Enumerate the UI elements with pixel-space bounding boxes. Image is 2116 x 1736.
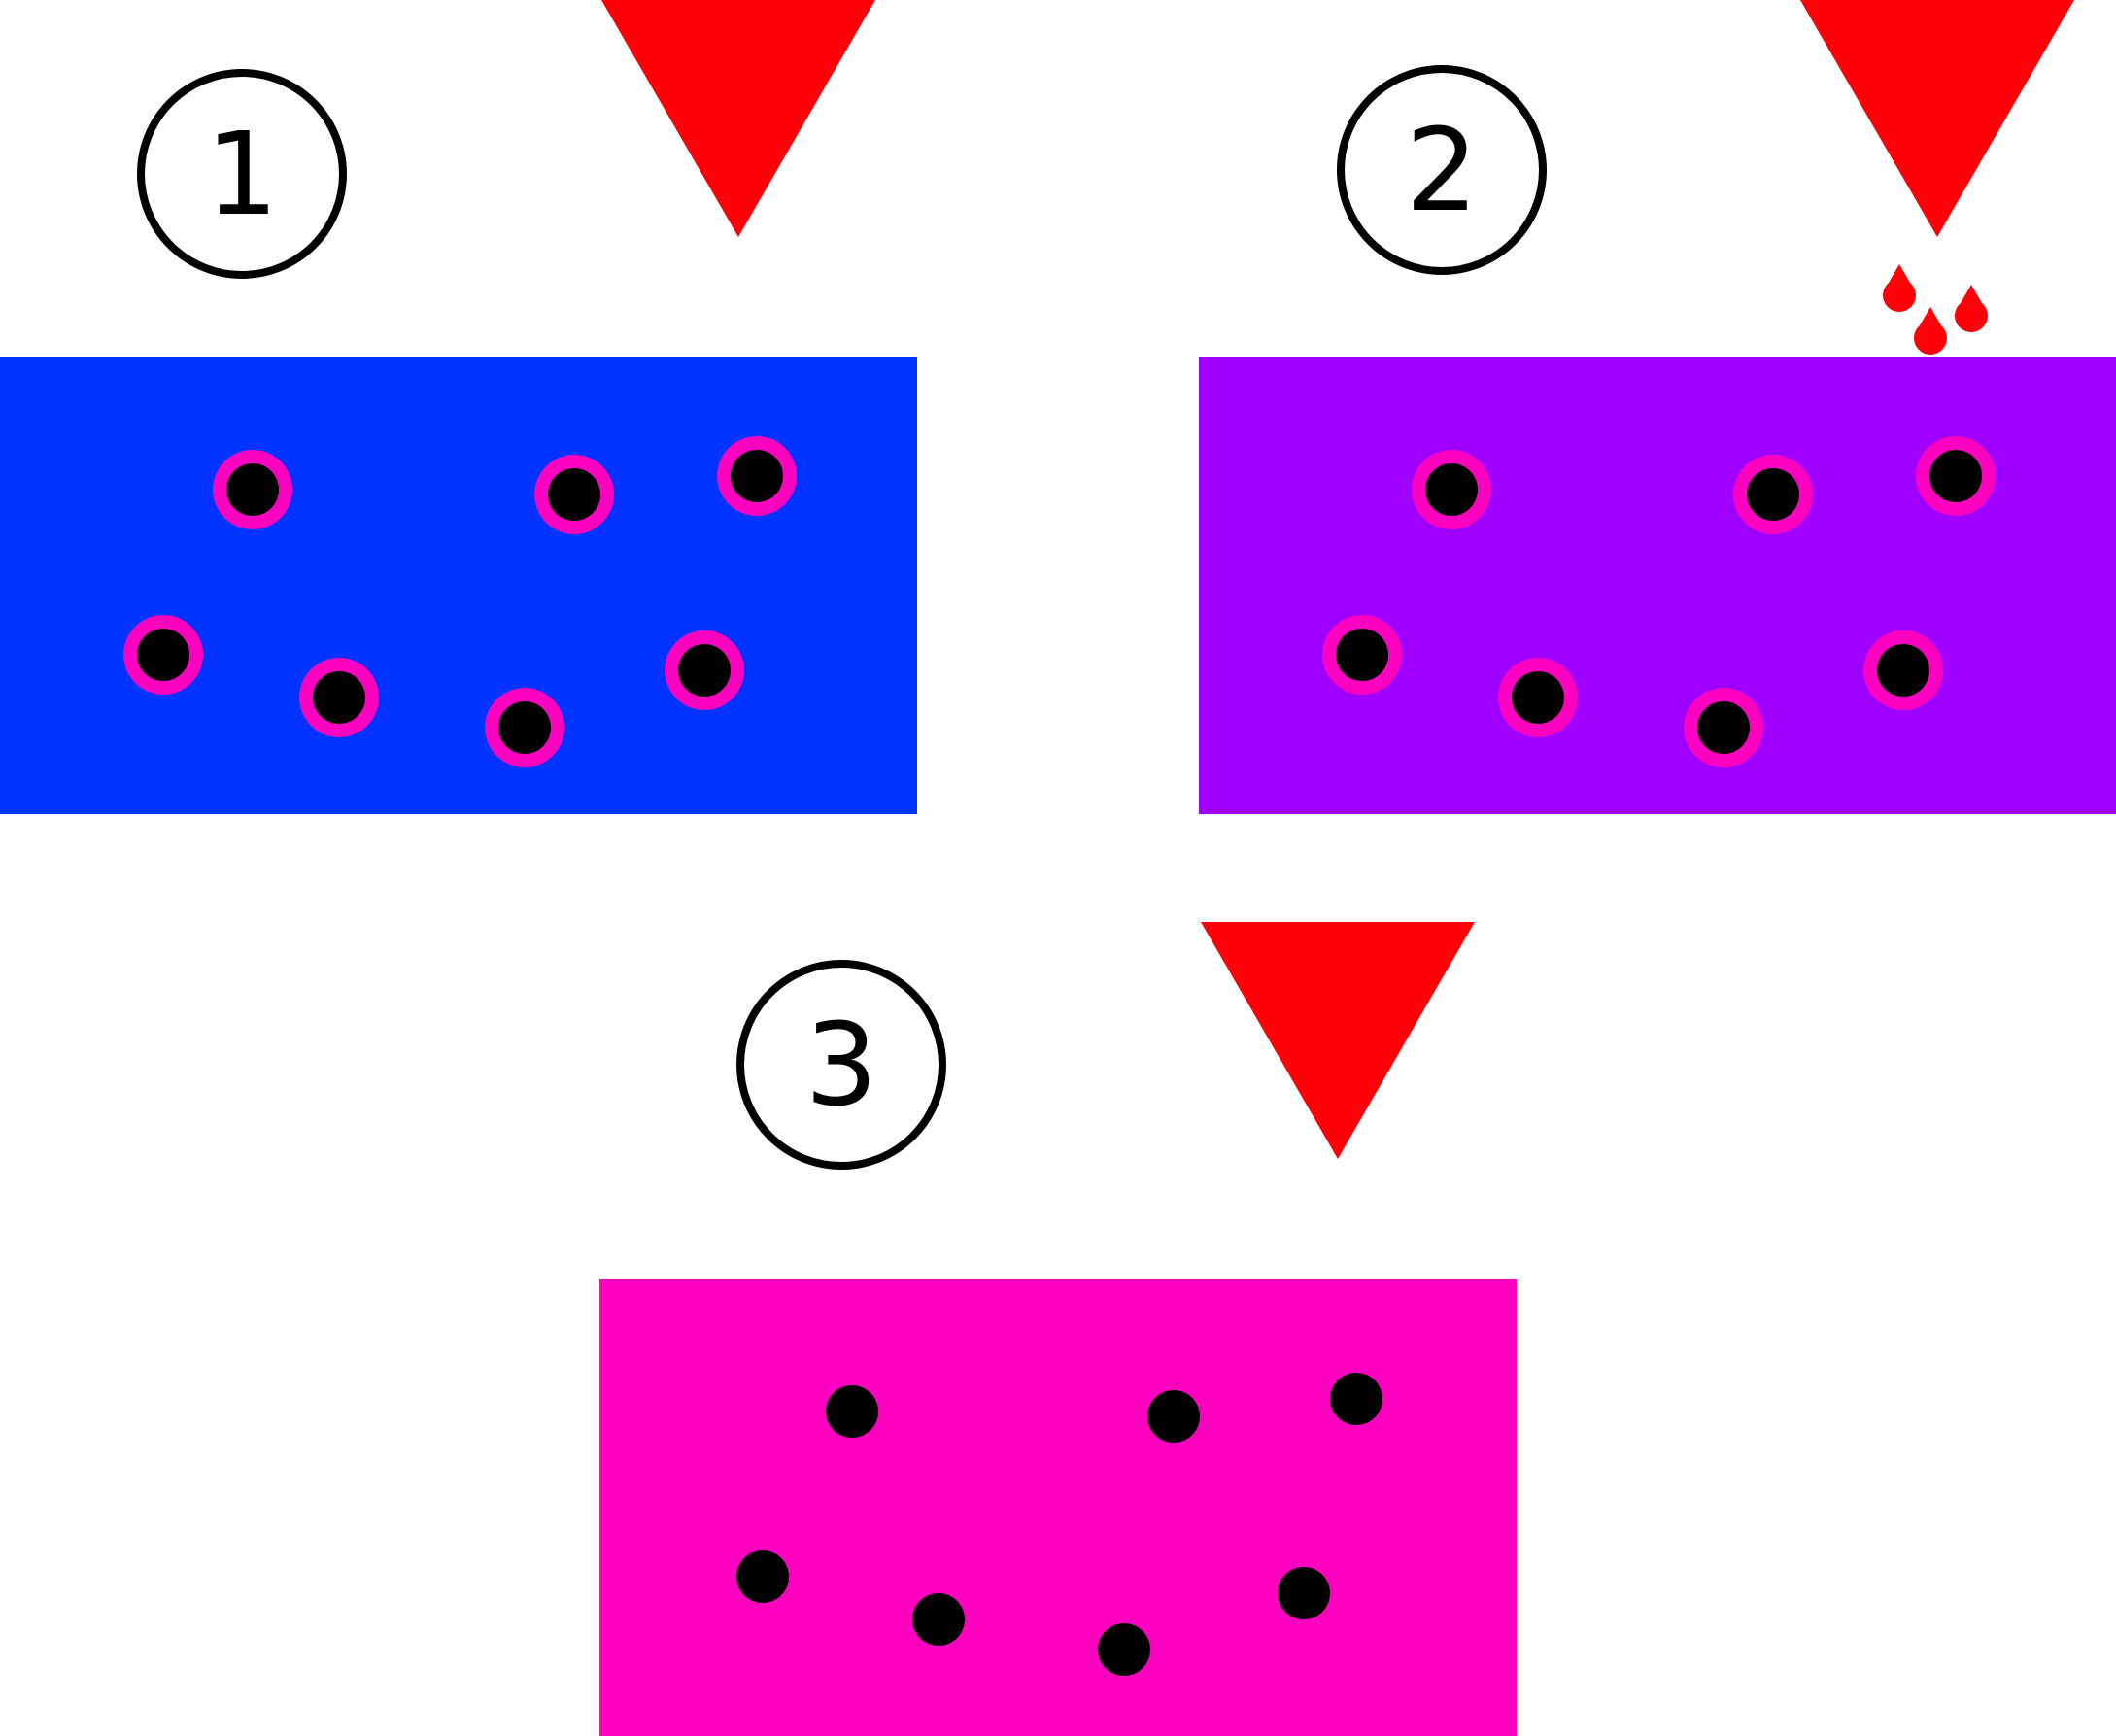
- ringed-dot: [123, 615, 203, 695]
- solution-panel: [599, 1279, 1517, 1736]
- ringed-dot: [1322, 615, 1402, 695]
- step-2-group: 2: [1199, 0, 2116, 814]
- bare-dot: [912, 1593, 965, 1646]
- step-number-label: 1: [205, 107, 278, 241]
- ringed-dot: [1916, 436, 1996, 516]
- ringed-dot: [299, 658, 379, 737]
- drops-group: [1883, 264, 1988, 355]
- step-number-label: 2: [1405, 103, 1478, 237]
- step-badge-2: 2: [1337, 65, 1547, 275]
- ringed-dot: [1498, 658, 1578, 737]
- dots-group: [1322, 436, 1996, 767]
- dots-group: [736, 1373, 1382, 1676]
- solution-panel: [1199, 357, 2116, 814]
- ringed-dot: [1684, 688, 1763, 767]
- step-badge-3: 3: [736, 960, 946, 1170]
- bare-dot: [1147, 1390, 1200, 1443]
- bare-dot: [1278, 1567, 1330, 1619]
- ringed-dot: [1733, 455, 1813, 534]
- step-1-group: 1: [0, 0, 917, 814]
- ringed-dot: [534, 455, 614, 534]
- droplet-icon: [1883, 264, 1916, 312]
- bare-dot: [1098, 1623, 1150, 1676]
- solution-panel: [0, 357, 917, 814]
- badge-circle: [736, 960, 946, 1170]
- bare-dot: [1330, 1373, 1382, 1425]
- step-badge-1: 1: [137, 69, 347, 279]
- ringed-dot: [213, 450, 292, 529]
- ringed-dot: [717, 436, 797, 516]
- bare-dot: [826, 1385, 878, 1438]
- badge-circle: [1337, 65, 1547, 275]
- badge-circle: [137, 69, 347, 279]
- dropper-triangle-icon: [1800, 0, 2074, 237]
- ringed-dot: [665, 630, 744, 710]
- ringed-dot: [1863, 630, 1943, 710]
- step-number-label: 3: [804, 998, 877, 1132]
- droplet-icon: [1914, 307, 1948, 355]
- dropper-triangle-icon: [601, 0, 875, 237]
- dropper-triangle-icon: [1201, 922, 1475, 1159]
- dots-group: [123, 436, 797, 767]
- ringed-dot: [485, 688, 564, 767]
- step-3-group: 3: [599, 922, 1517, 1736]
- ringed-dot: [1412, 450, 1491, 529]
- droplet-icon: [1954, 285, 1988, 332]
- bare-dot: [736, 1550, 789, 1603]
